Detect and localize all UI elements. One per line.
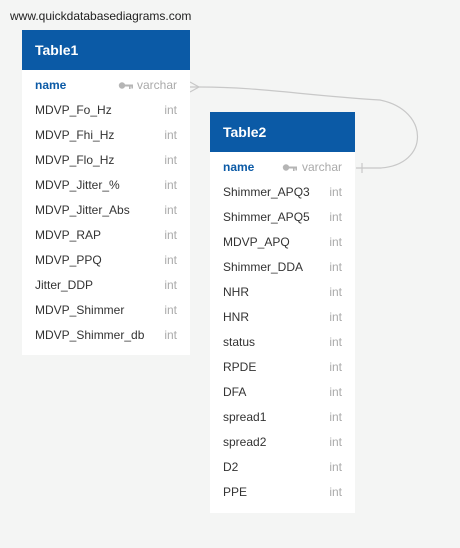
field-name: status [223,335,256,349]
field-name: MDVP_Jitter_% [35,178,120,192]
field-row[interactable]: MDVP_Fo_Hz int [22,98,190,123]
field-type: int [329,485,342,499]
field-type: int [329,210,342,224]
field-name: DFA [223,385,247,399]
field-type: int [164,203,177,217]
field-type: int [164,103,177,117]
field-row[interactable]: MDVP_Shimmer int [22,298,190,323]
field-row[interactable]: name varchar [210,155,355,180]
table1-header[interactable]: Table1 [22,30,190,70]
field-type: varchar [136,78,177,92]
field-row[interactable]: Jitter_DDP int [22,273,190,298]
field-name: MDVP_RAP [35,228,102,242]
field-type: int [329,385,342,399]
field-name: MDVP_Fo_Hz [35,103,112,117]
many-end-icon [189,81,201,93]
field-name: Jitter_DDP [35,278,94,292]
watermark-text: www.quickdatabasediagrams.com [10,9,192,23]
field-type: int [164,328,177,342]
field-name: PPE [223,485,248,499]
field-type: int [164,153,177,167]
field-name: Shimmer_APQ3 [223,185,310,199]
field-row[interactable]: Shimmer_DDA int [210,255,355,280]
field-type: int [329,235,342,249]
field-type: int [329,185,342,199]
field-name: spread2 [223,435,267,449]
field-row[interactable]: Shimmer_APQ5 int [210,205,355,230]
field-name: HNR [223,310,249,324]
field-name: MDVP_Shimmer [35,303,125,317]
field-row[interactable]: RPDE int [210,355,355,380]
field-row[interactable]: MDVP_Shimmer_db int [22,323,190,348]
field-row[interactable]: MDVP_Jitter_% int [22,173,190,198]
field-name: MDVP_APQ [223,235,290,249]
table2-header[interactable]: Table2 [210,112,355,152]
field-name: name [223,160,255,174]
field-type: int [329,435,342,449]
field-type: int [164,128,177,142]
field-row[interactable]: MDVP_Jitter_Abs int [22,198,190,223]
field-row[interactable]: HNR int [210,305,355,330]
field-type: int [329,285,342,299]
field-row[interactable]: D2 int [210,455,355,480]
field-name: Shimmer_DDA [223,260,304,274]
field-row[interactable]: MDVP_Flo_Hz int [22,148,190,173]
field-row[interactable]: MDVP_APQ int [210,230,355,255]
field-name: Shimmer_APQ5 [223,210,310,224]
field-name: NHR [223,285,249,299]
field-type: varchar [301,160,342,174]
field-type: int [329,360,342,374]
field-row[interactable]: status int [210,330,355,355]
field-name: MDVP_PPQ [35,253,102,267]
field-row[interactable]: spread1 int [210,405,355,430]
field-type: int [164,228,177,242]
field-type: int [329,410,342,424]
field-row[interactable]: MDVP_Fhi_Hz int [22,123,190,148]
field-name: MDVP_Flo_Hz [35,153,115,167]
field-type: int [164,278,177,292]
field-row[interactable]: MDVP_RAP int [22,223,190,248]
field-name: MDVP_Jitter_Abs [35,203,130,217]
field-type: int [164,303,177,317]
field-name: D2 [223,460,239,474]
field-name: MDVP_Shimmer_db [35,328,145,342]
field-type: int [329,310,342,324]
field-row[interactable]: DFA int [210,380,355,405]
key-icon [282,164,297,171]
field-type: int [329,460,342,474]
field-row[interactable]: PPE int [210,480,355,505]
relationship-line [190,86,418,169]
field-row[interactable]: NHR int [210,280,355,305]
field-row[interactable]: name varchar [22,73,190,98]
field-name: RPDE [223,360,257,374]
field-type: int [329,335,342,349]
field-row[interactable]: Shimmer_APQ3 int [210,180,355,205]
key-icon [118,82,133,89]
field-type: int [164,253,177,267]
field-type: int [329,260,342,274]
field-row[interactable]: spread2 int [210,430,355,455]
field-row[interactable]: MDVP_PPQ int [22,248,190,273]
field-name: name [35,78,67,92]
field-name: MDVP_Fhi_Hz [35,128,115,142]
field-name: spread1 [223,410,267,424]
field-type: int [164,178,177,192]
